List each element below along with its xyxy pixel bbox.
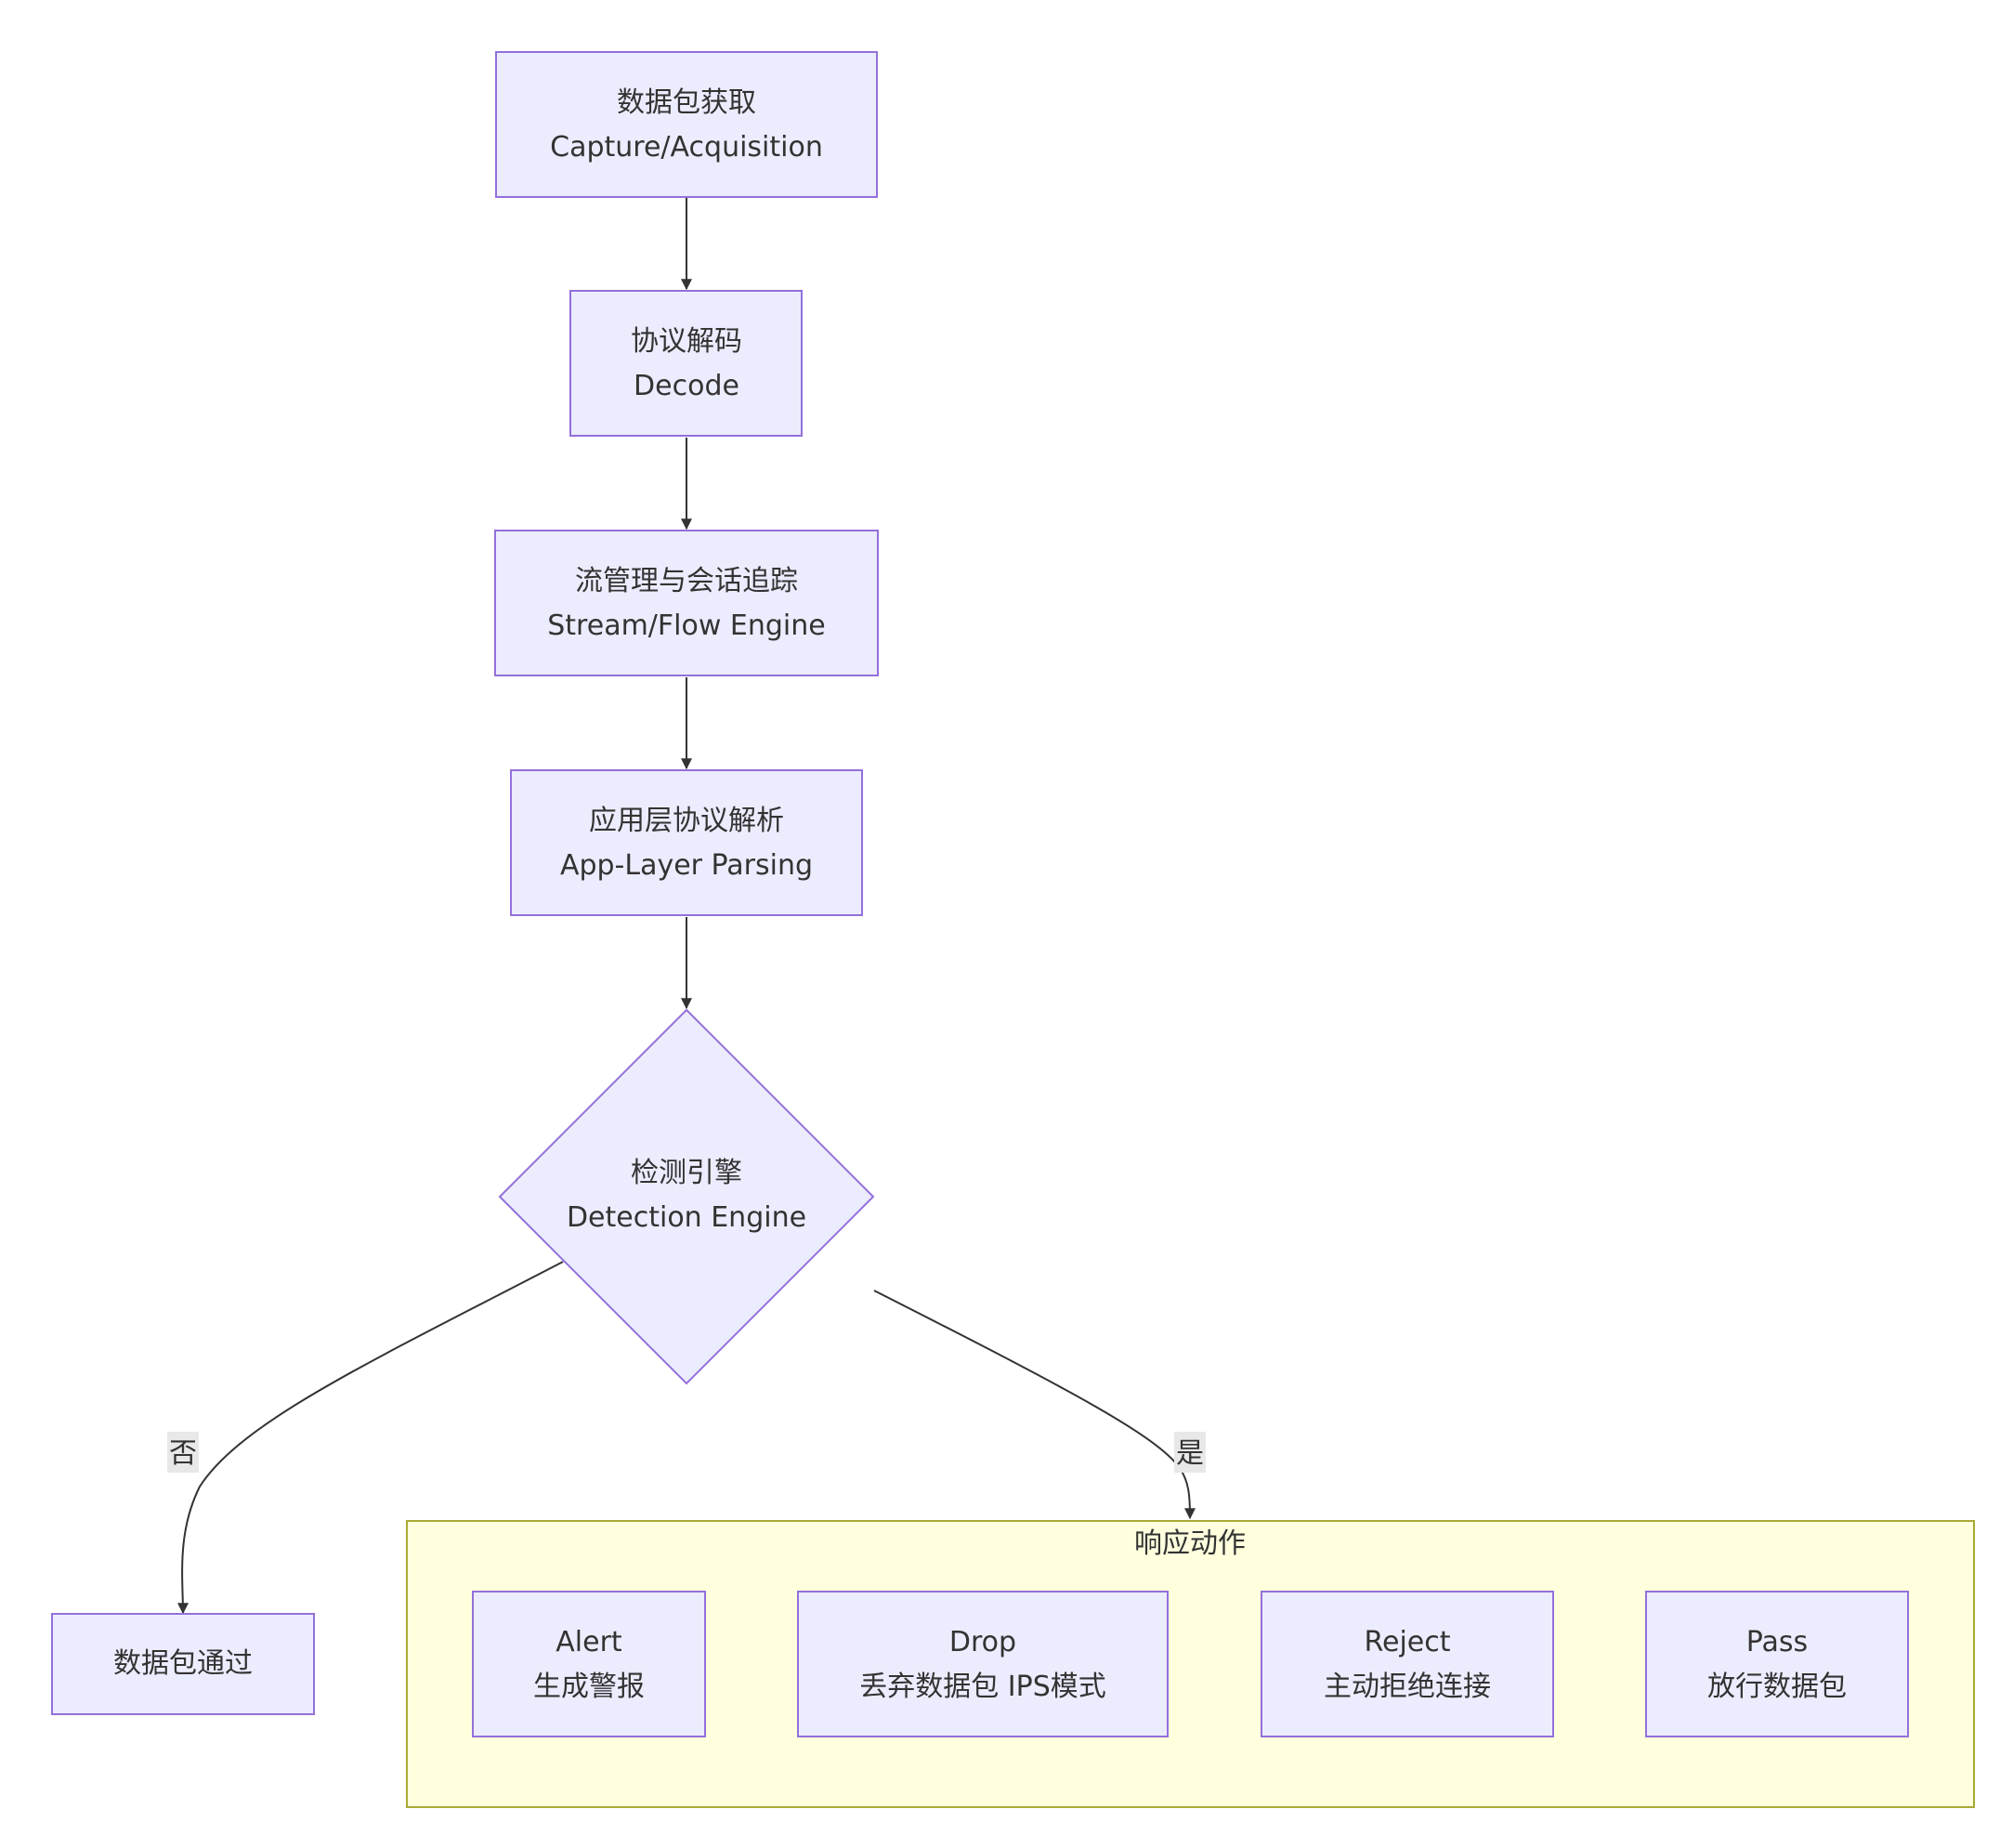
node-decode: 协议解码 Decode: [569, 290, 803, 437]
action-alert: Alert 生成警报: [472, 1591, 706, 1737]
action-alert-subtitle: 生成警报: [533, 1671, 645, 1703]
node-stream: 流管理与会话追踪 Stream/Flow Engine: [494, 530, 879, 676]
node-stream-title: 流管理与会话追踪: [575, 565, 798, 597]
edge-detection-yes: [873, 1290, 1196, 1520]
action-reject-title: Reject: [1364, 1626, 1450, 1658]
action-alert-title: Alert: [556, 1626, 622, 1658]
action-pass: Pass 放行数据包: [1645, 1591, 1909, 1737]
action-pass-title: Pass: [1746, 1626, 1808, 1658]
action-pass-subtitle: 放行数据包: [1707, 1671, 1847, 1703]
edges: [176, 198, 1196, 1615]
node-applayer-subtitle: App-Layer Parsing: [560, 849, 813, 882]
node-stream-subtitle: Stream/Flow Engine: [547, 609, 826, 642]
action-reject: Reject 主动拒绝连接: [1261, 1591, 1554, 1737]
node-detection-subtitle: Detection Engine: [567, 1201, 806, 1234]
node-decode-title: 协议解码: [631, 325, 742, 358]
response-actions-title: 响应动作: [1134, 1527, 1246, 1560]
node-capture-subtitle: Capture/Acquisition: [550, 131, 823, 164]
node-applayer: 应用层协议解析 App-Layer Parsing: [510, 769, 863, 916]
node-detection: 检测引擎 Detection Engine: [498, 1008, 875, 1385]
node-decode-subtitle: Decode: [634, 370, 739, 402]
node-capture-title: 数据包获取: [617, 86, 756, 119]
action-reject-subtitle: 主动拒绝连接: [1324, 1671, 1491, 1703]
node-capture: 数据包获取 Capture/Acquisition: [495, 51, 878, 198]
edge-label-no: 否: [167, 1432, 199, 1473]
node-applayer-title: 应用层协议解析: [589, 805, 784, 837]
node-pass-through: 数据包通过: [51, 1613, 315, 1715]
action-drop: Drop 丢弃数据包 IPS模式: [797, 1591, 1169, 1737]
node-pass-through-title: 数据包通过: [113, 1647, 253, 1680]
svg-text:是: 是: [1176, 1437, 1204, 1470]
svg-text:否: 否: [169, 1437, 197, 1470]
action-drop-subtitle: 丢弃数据包 IPS模式: [859, 1671, 1106, 1703]
edge-detection-no: [176, 1261, 564, 1615]
action-drop-title: Drop: [949, 1626, 1016, 1658]
node-detection-title: 检测引擎: [631, 1157, 742, 1189]
edge-label-yes: 是: [1174, 1432, 1206, 1473]
